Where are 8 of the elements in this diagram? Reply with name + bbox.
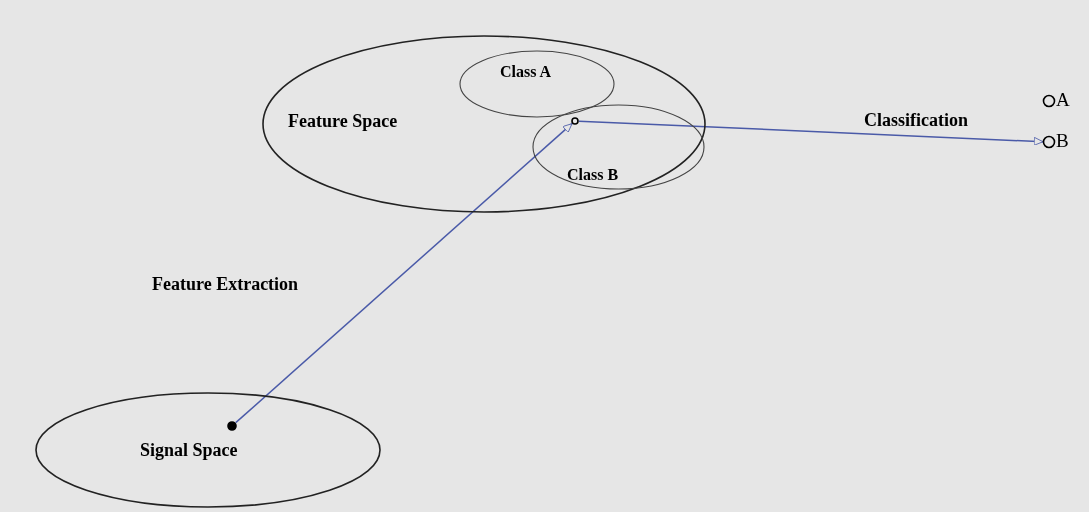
- space-label: Feature Space: [288, 111, 398, 131]
- arrow: [235, 122, 573, 424]
- class-letter: A: [1056, 90, 1070, 110]
- class-label: Class A: [500, 62, 552, 82]
- class-letter: B: [1056, 131, 1069, 151]
- arrow: [578, 120, 1044, 146]
- space-label: Signal Space: [140, 440, 238, 460]
- class-label: Class B: [567, 165, 619, 185]
